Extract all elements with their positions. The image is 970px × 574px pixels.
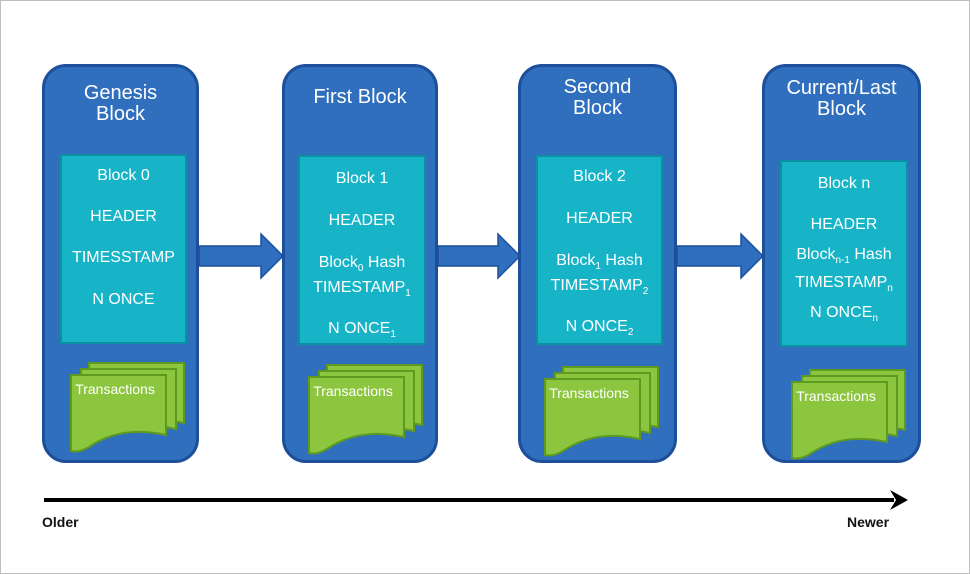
block-header-panel: Block 0 HEADER TIMESSTAMP N ONCE	[60, 154, 187, 344]
transactions-label: Transactions	[313, 383, 393, 399]
older-label: Older	[42, 514, 79, 530]
block-title: Second Block	[563, 76, 632, 119]
transactions-stack: Transactions	[69, 361, 185, 453]
transactions-label: Transactions	[549, 385, 629, 401]
nonce-label: N ONCEn	[810, 304, 878, 324]
prev-hash-label: Blockn-1 Hash	[796, 246, 892, 266]
timestamp-label: TIMESTAMP1	[313, 279, 411, 299]
transactions-stack: Transactions	[543, 365, 659, 457]
nonce-label: N ONCE2	[565, 318, 634, 338]
second-block: Second Block Block 2 HEADER Block1 Hash …	[518, 64, 677, 463]
chain-arrow-icon	[437, 232, 522, 280]
block-header-panel: Block n HEADER Blockn-1 Hash TIMESTAMPn …	[780, 160, 908, 347]
block-id: Block n	[817, 175, 871, 192]
current-last-block: Current/Last Block Block n HEADER Blockn…	[762, 64, 921, 463]
genesis-block: Genesis Block Block 0 HEADER TIMESSTAMP …	[42, 64, 199, 463]
transactions-stack: Transactions	[790, 368, 906, 460]
timestamp-label: TIMESSTAMP	[72, 249, 175, 266]
block-title: First Block	[313, 86, 407, 108]
transactions-label: Transactions	[75, 381, 155, 397]
chain-arrow-icon	[676, 232, 765, 280]
timeline-arrow-icon	[44, 490, 908, 510]
newer-label: Newer	[847, 514, 890, 530]
documents-icon	[70, 362, 185, 453]
block-title: Current/Last Block	[786, 77, 897, 120]
header-label: HEADER	[90, 208, 157, 225]
timestamp-label: TIMESTAMP2	[550, 277, 649, 297]
block-id: Block 2	[573, 168, 626, 185]
prev-hash-label: Block0 Hash	[318, 254, 406, 274]
block-header-panel: Block 2 HEADER Block1 Hash TIMESTAMP2 N …	[536, 155, 663, 345]
nonce-label: N ONCE	[92, 291, 155, 308]
nonce-label: N ONCE1	[328, 320, 396, 340]
transactions-stack: Transactions	[307, 363, 423, 455]
prev-hash-label: Block1 Hash	[556, 252, 643, 272]
block-header-panel: Block 1 HEADER Block0 Hash TIMESTAMP1 N …	[298, 155, 426, 345]
timestamp-label: TIMESTAMPn	[795, 274, 893, 294]
chain-arrow-icon	[198, 232, 285, 280]
block-id: Block 0	[97, 167, 150, 184]
documents-icon	[308, 364, 423, 455]
header-label: HEADER	[810, 216, 878, 233]
first-block: First Block Block 1 HEADER Block0 Hash T…	[282, 64, 438, 463]
block-id: Block 1	[335, 170, 389, 187]
header-label: HEADER	[328, 212, 396, 229]
documents-icon	[791, 369, 906, 460]
header-label: HEADER	[566, 210, 633, 227]
block-title: Genesis Block	[83, 82, 158, 125]
transactions-label: Transactions	[796, 388, 876, 404]
documents-icon	[544, 366, 659, 457]
